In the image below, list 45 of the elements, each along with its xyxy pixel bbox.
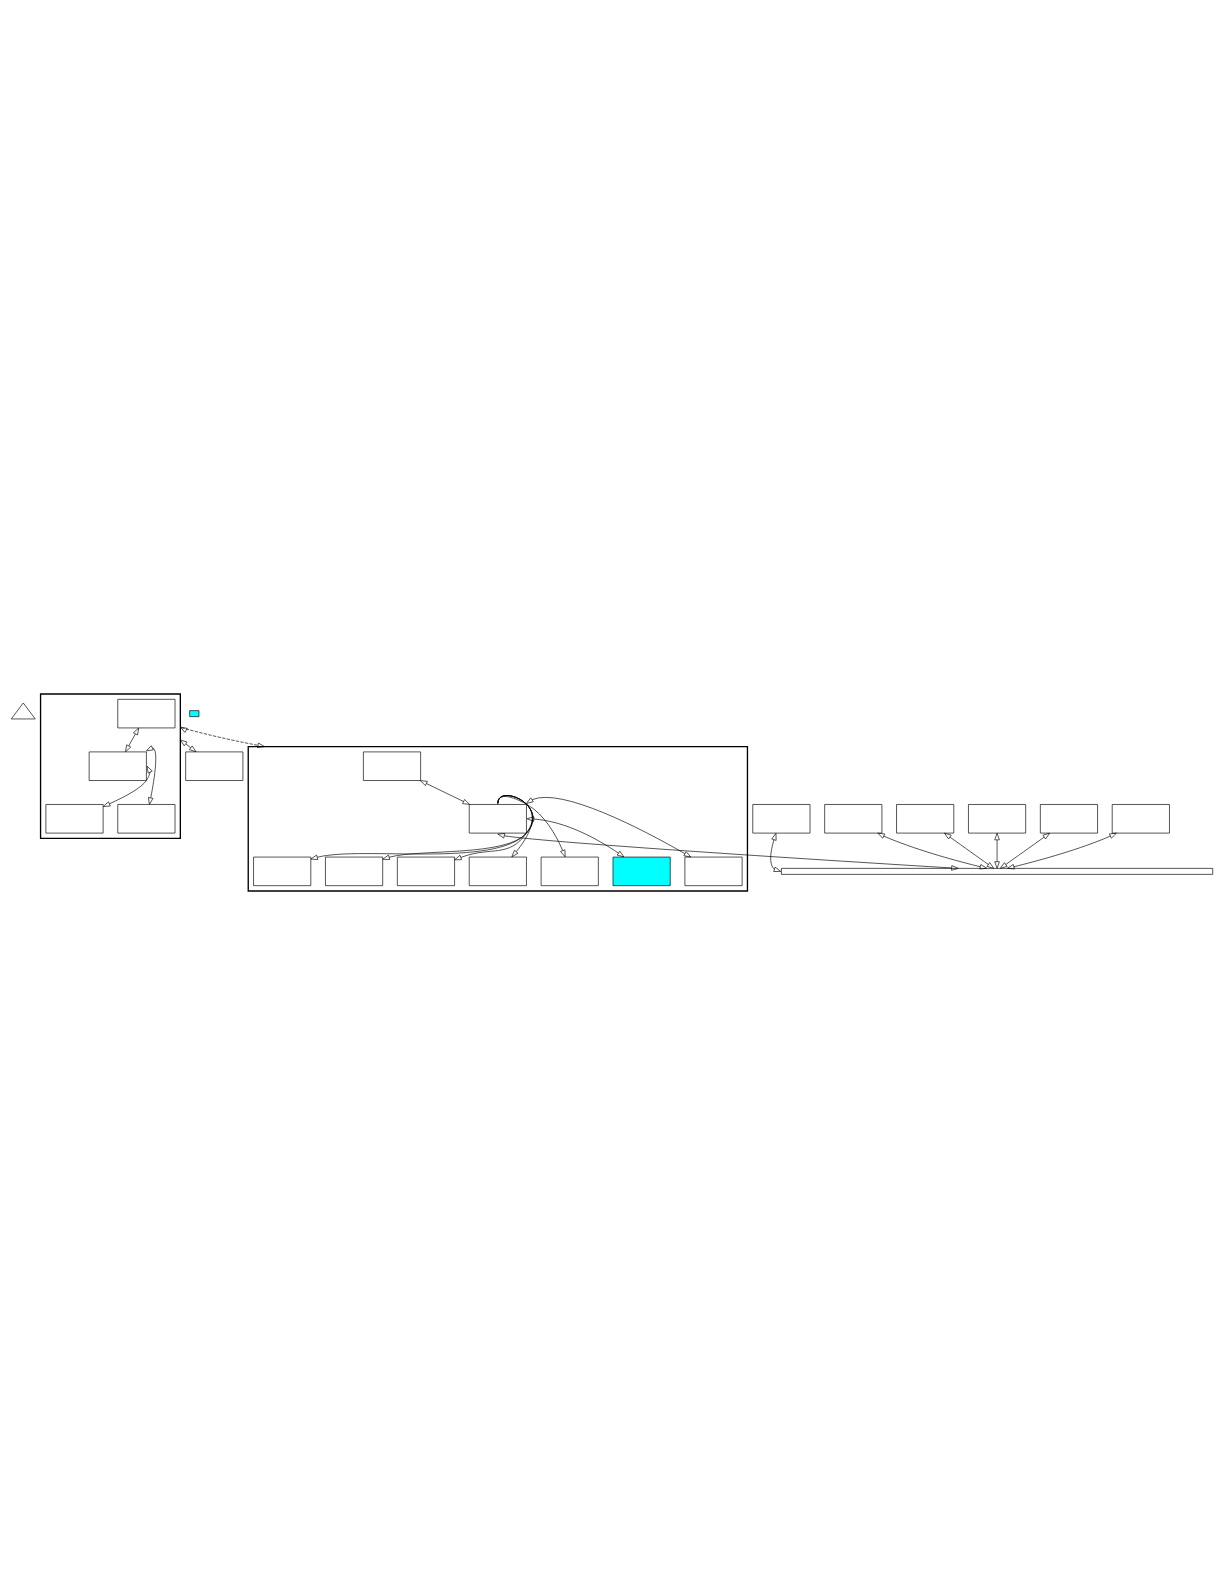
node-bar: [781, 867, 1214, 875]
arrow: [877, 832, 988, 869]
arrow: [420, 779, 470, 805]
arrow: [1007, 832, 1117, 869]
node-box: [325, 856, 384, 886]
node-triangle: [10, 702, 36, 719]
node-box: [468, 856, 527, 886]
node-box: [968, 803, 1027, 833]
arrow: [526, 815, 625, 857]
node-box: [468, 803, 527, 833]
arrow: [180, 726, 265, 748]
node-box: [752, 803, 811, 833]
node-box: [88, 751, 147, 781]
node-box: [117, 698, 176, 728]
arrow: [770, 832, 782, 872]
node-box: [185, 751, 244, 781]
arrow: [497, 795, 566, 857]
arrow: [526, 796, 692, 857]
node-box: [824, 803, 883, 833]
arrow: [382, 794, 534, 860]
arrow: [497, 794, 533, 857]
arrow: [146, 744, 157, 805]
arrow: [454, 794, 533, 860]
node-box: [253, 856, 312, 886]
arrow: [944, 832, 995, 869]
arrow: [1000, 832, 1051, 869]
node-box: [45, 803, 104, 833]
node-box: [896, 803, 955, 833]
cluster: [247, 745, 749, 892]
node-box: [540, 856, 599, 886]
arrow: [102, 765, 153, 807]
arrow: [125, 727, 140, 752]
arrow: [994, 832, 1000, 869]
node-box: [1040, 803, 1098, 833]
node-box: [189, 709, 200, 717]
node-box: [363, 751, 421, 781]
node-box: [684, 856, 743, 886]
node-box: [612, 856, 671, 886]
node-box: [397, 856, 455, 886]
arrow: [180, 739, 197, 752]
arrow: [497, 832, 959, 871]
cluster: [39, 692, 181, 839]
node-box: [117, 803, 176, 833]
node-box: [1111, 803, 1170, 833]
arrow: [310, 794, 534, 860]
